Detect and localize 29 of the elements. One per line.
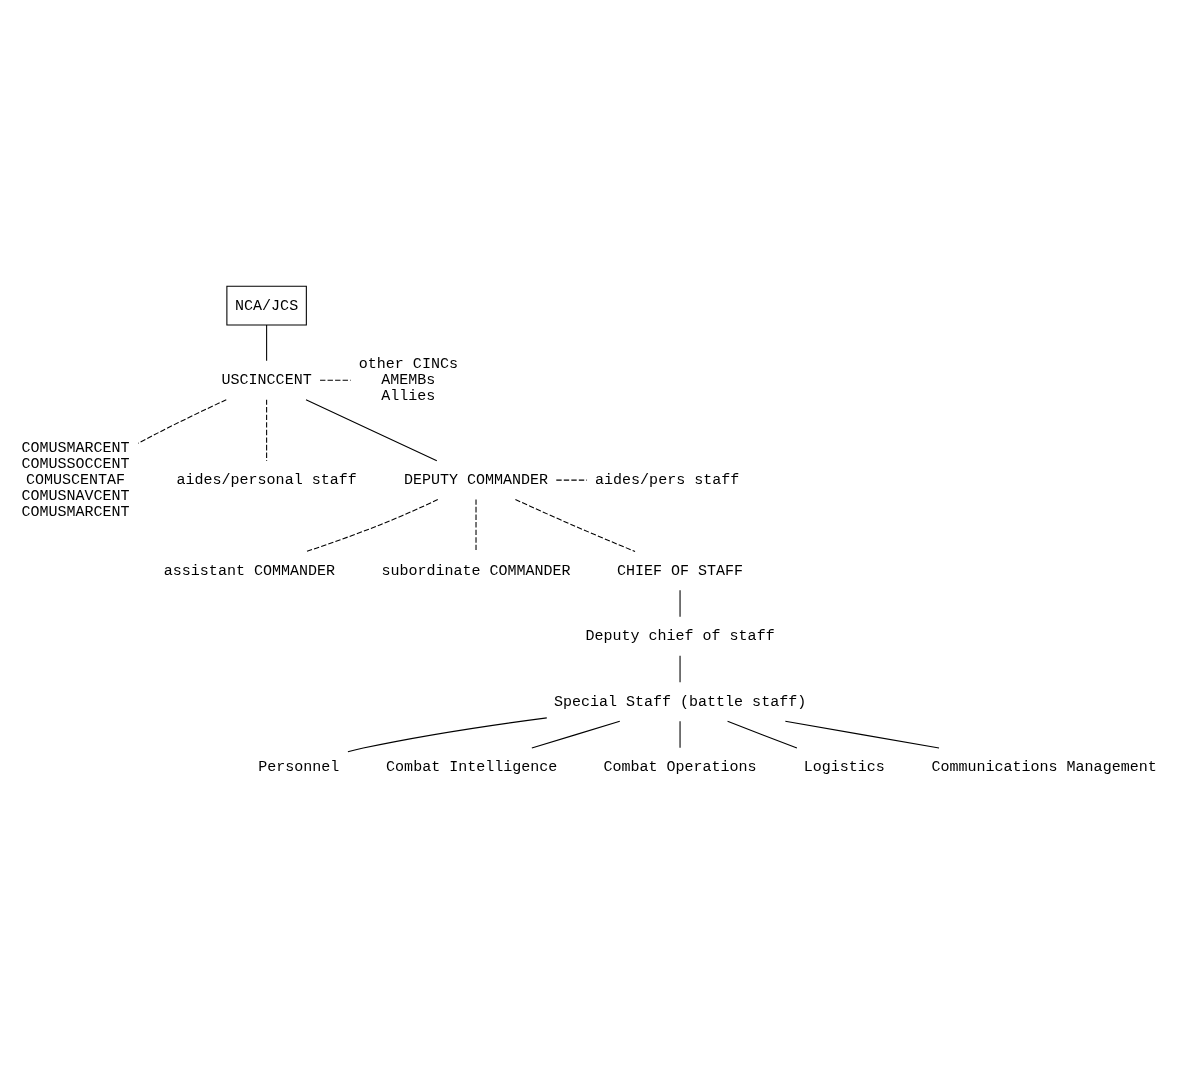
node-text: COMUSMARCENT COMUSSOCCENT COMUSCENTAF COMUSNAVCENT COMUSMARCENT bbox=[21, 438, 130, 522]
node-text: Logistics bbox=[803, 758, 885, 777]
node-text: Deputy chief of staff bbox=[585, 627, 775, 646]
connector bbox=[319, 379, 352, 381]
node-text: Combat Operations bbox=[603, 758, 757, 777]
node-text: aides/personal staff bbox=[176, 471, 357, 490]
connector bbox=[305, 499, 439, 553]
node-text: Combat Intelligence bbox=[386, 758, 558, 777]
node-box: NCA/JCS bbox=[226, 285, 307, 326]
node-text: assistant COMMANDER bbox=[163, 561, 336, 580]
connector bbox=[137, 399, 227, 444]
connector bbox=[727, 720, 798, 749]
connector bbox=[514, 498, 636, 552]
connector bbox=[266, 399, 268, 462]
node-text: DEPUTY COMMANDER bbox=[403, 471, 549, 490]
node-text: Special Staff (battle staff) bbox=[553, 692, 807, 711]
connector bbox=[531, 720, 621, 749]
node-text: other CINCs AMEMBs Allies bbox=[358, 355, 458, 406]
node-text: aides/pers staff bbox=[595, 471, 740, 490]
node-text: Communications Management bbox=[931, 758, 1157, 777]
connector bbox=[347, 717, 548, 753]
node-text: subordinate COMMANDER bbox=[381, 561, 571, 580]
node-text: Personnel bbox=[258, 758, 340, 777]
connector bbox=[784, 720, 940, 749]
connector bbox=[305, 399, 438, 462]
node-text: CHIEF OF STAFF bbox=[616, 561, 744, 580]
connector bbox=[555, 479, 588, 481]
connector bbox=[266, 324, 268, 362]
node-text: USCINCCENT bbox=[221, 371, 312, 390]
